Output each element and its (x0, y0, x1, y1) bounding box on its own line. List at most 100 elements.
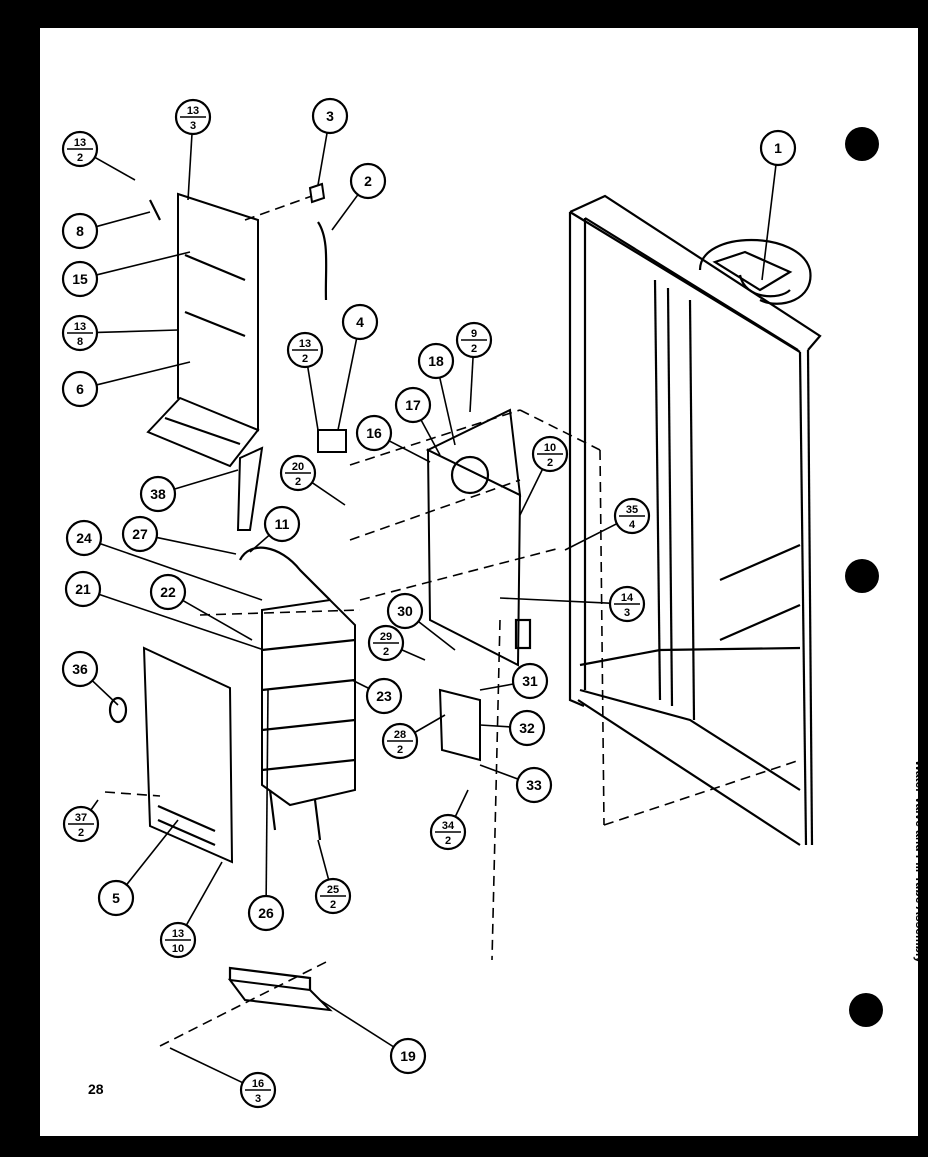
callout-label: 30 (397, 603, 413, 619)
leader-line (96, 211, 151, 228)
leader-line (90, 799, 99, 811)
leader-line (187, 133, 193, 201)
callout-label: 6 (76, 381, 84, 397)
leader-line (319, 999, 395, 1048)
back-panel (146, 192, 260, 468)
callout-label: 23 (376, 688, 392, 704)
leader-line (249, 534, 270, 553)
callout-denominator: 10 (172, 943, 184, 955)
callout-13-8: 138 (61, 314, 179, 352)
leader-line (317, 132, 328, 186)
leader-line (401, 649, 426, 661)
callout-label: 38 (150, 486, 166, 502)
punch-hole-bottom (849, 993, 883, 1027)
callout-label: 17 (405, 397, 421, 413)
callout-numerator: 25 (327, 884, 339, 896)
callout-numerator: 28 (394, 729, 406, 741)
leader-line (417, 620, 456, 651)
punch-hole-top (845, 127, 879, 161)
callout-denominator: 2 (77, 152, 83, 164)
callout-32: 32 (479, 709, 546, 747)
callout-denominator: 4 (629, 519, 636, 531)
callout-circle (394, 386, 432, 424)
callout-35-4: 354 (564, 497, 651, 551)
callout-label: 1 (774, 140, 782, 156)
callout-label: 32 (519, 720, 535, 736)
callout-13-2: 132 (61, 130, 136, 181)
callout-label: 24 (76, 530, 92, 546)
leader-line (337, 338, 358, 431)
leader-line (317, 839, 330, 880)
callout-circle (61, 260, 99, 298)
callout-label: 18 (428, 353, 444, 369)
callout-20-2: 202 (279, 454, 346, 506)
callout-denominator: 2 (330, 899, 336, 911)
callout-label: 31 (522, 673, 538, 689)
callout-circle (508, 709, 546, 747)
leader-line (414, 714, 446, 734)
alignment-lines (104, 195, 801, 1047)
leader-line (265, 689, 269, 897)
callout-circle (139, 475, 177, 513)
callout-numerator: 20 (292, 461, 304, 473)
callout-circle (515, 766, 553, 804)
callout-label: 4 (356, 314, 364, 330)
callout-denominator: 3 (624, 607, 630, 619)
callout-33: 33 (479, 764, 553, 804)
callout-label: 21 (75, 581, 91, 597)
callout-numerator: 13 (187, 105, 199, 117)
callout-numerator: 34 (442, 820, 455, 832)
callout-circle (247, 894, 285, 932)
callout-denominator: 2 (383, 646, 389, 658)
callout-circle (61, 370, 99, 408)
callout-24: 24 (65, 519, 263, 601)
callout-denominator: 2 (397, 744, 403, 756)
callout-denominator: 2 (445, 835, 451, 847)
page-number: 28 (88, 1081, 104, 1097)
leader-line (420, 419, 441, 456)
callout-label: 22 (160, 584, 176, 600)
callout-8: 8 (61, 211, 151, 250)
callout-denominator: 3 (255, 1093, 261, 1105)
callout-numerator: 14 (621, 592, 634, 604)
leader-line (125, 819, 179, 886)
leader-line (499, 597, 611, 604)
callout-11: 11 (249, 505, 301, 553)
callout-circle (349, 162, 387, 200)
leader-line (479, 724, 511, 728)
small-parts (108, 182, 347, 724)
callout-2: 2 (331, 162, 387, 231)
callout-29-2: 292 (367, 624, 426, 662)
leader-line (761, 164, 777, 281)
callout-denominator: 2 (302, 353, 308, 365)
callout-circle (61, 650, 99, 688)
leader-line (388, 440, 431, 463)
leader-line (479, 764, 519, 780)
callout-27: 27 (121, 515, 237, 555)
callout-label: 15 (72, 271, 88, 287)
callout-denominator: 3 (190, 120, 196, 132)
drain-trough (227, 966, 333, 1012)
leader-line (96, 329, 179, 334)
callout-numerator: 35 (626, 504, 638, 516)
callout-37-2: 372 (62, 799, 100, 843)
callout-21: 21 (64, 570, 265, 651)
callout-label: 8 (76, 223, 84, 239)
callout-1: 1 (759, 129, 797, 281)
callout-circle (355, 414, 393, 452)
leader-line (519, 468, 544, 516)
leader-line (351, 679, 370, 690)
callout-19: 19 (319, 999, 427, 1075)
callout-circle (365, 677, 403, 715)
callout-16-3: 163 (169, 1047, 277, 1109)
leader-line (174, 469, 239, 490)
callout-25-2: 252 (314, 839, 352, 915)
callout-numerator: 13 (299, 338, 311, 350)
leader-line (156, 536, 237, 555)
callout-9-2: 92 (455, 321, 493, 413)
callout-34-2: 342 (429, 789, 469, 851)
callout-label: 5 (112, 890, 120, 906)
